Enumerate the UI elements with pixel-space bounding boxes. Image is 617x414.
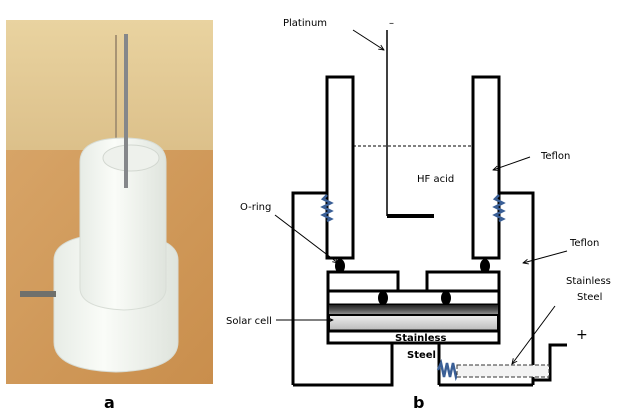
lower-plate [326, 289, 501, 307]
stainless-right-label-1: Stainless [566, 276, 611, 287]
steel-plate [326, 329, 501, 345]
solar-cell-label: Solar cell [226, 316, 272, 327]
panel-label-a: a [104, 393, 115, 412]
plus-label: + [576, 327, 588, 343]
hf-acid-label: HF acid [417, 174, 454, 185]
wall [6, 20, 213, 150]
contact-step [533, 343, 567, 382]
outer-teflon-body [291, 191, 327, 385]
platinum-rod [124, 34, 128, 188]
stainless-leader [512, 305, 556, 364]
stainless-right-label-2: Steel [577, 292, 602, 303]
right-teflon-tube [471, 75, 501, 260]
side-rod [20, 291, 56, 297]
o-ring [480, 259, 490, 273]
right-clamp-plate [425, 270, 501, 293]
o-ring-leader [274, 214, 338, 263]
outer-teflon-body-right [499, 191, 535, 385]
teflon-upper-label: Teflon [540, 151, 570, 162]
upper-cylinder [79, 137, 167, 311]
o-ring [335, 259, 345, 273]
stainless-center-label-2: Steel [407, 350, 436, 361]
platinum-label: Platinum [283, 18, 327, 29]
solar-cell [328, 314, 499, 332]
teflon-lower-leader [523, 250, 568, 263]
teflon-lower-label: Teflon [569, 238, 599, 249]
spring-left [320, 194, 334, 223]
cylinder-opening [102, 144, 160, 172]
stainless-steel-rod [456, 364, 550, 378]
spring-right [492, 194, 506, 223]
left-teflon-tube [325, 75, 355, 260]
o-ring-label: O-ring [240, 202, 271, 213]
dark-layer [329, 305, 498, 315]
photo-electrochemical-cell [6, 20, 213, 384]
left-clamp-plate [326, 270, 400, 293]
teflon-upper-leader [493, 156, 531, 170]
spring-bottom [436, 358, 461, 382]
minus-label: – [389, 18, 394, 29]
panel-label-b: b [413, 393, 424, 412]
stainless-center-label-1: Stainless [395, 333, 446, 344]
o-ring [441, 291, 451, 305]
platinum-leader [352, 29, 384, 50]
o-ring [378, 291, 388, 305]
